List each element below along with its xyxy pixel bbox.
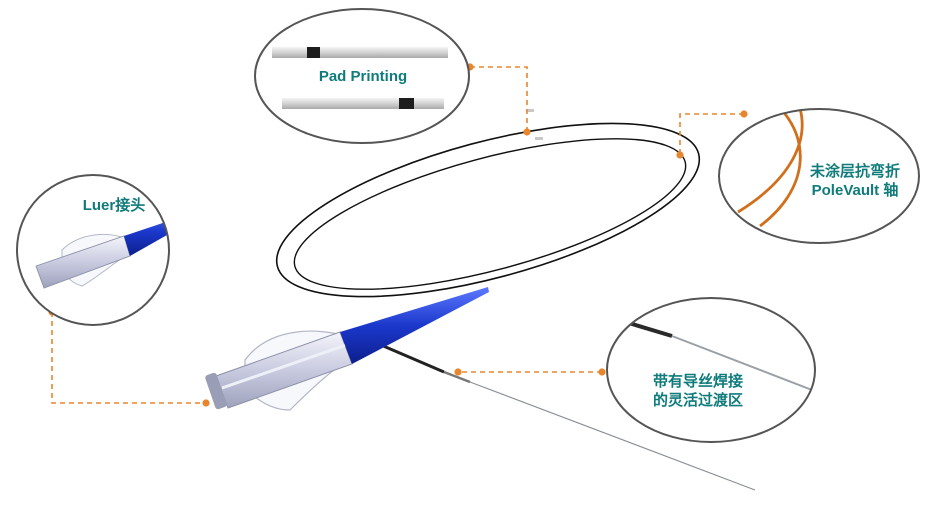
flexible-transition — [443, 370, 471, 384]
label-transition-line2: 的灵活过渡区 — [652, 392, 743, 409]
catheter-loop-inner — [293, 138, 687, 290]
pole-shaft-a — [737, 109, 804, 214]
print-band-top — [307, 47, 320, 58]
dot-weld-start — [454, 368, 462, 376]
printed-shaft-top — [272, 47, 448, 58]
label-luer: Luer接头 — [74, 196, 154, 215]
dot-luer-start — [202, 399, 210, 407]
coiled-catheter — [275, 109, 756, 491]
hub-end-ring — [205, 372, 227, 410]
label-polevault: 未涂层抗弯折 PoleVault 轴 — [795, 162, 915, 200]
label-transition-line1: 带有导丝焊接 — [652, 373, 743, 390]
zoom-shaft-gray — [671, 335, 813, 391]
dot-pole-start — [676, 151, 684, 159]
print-mark-side — [535, 137, 543, 140]
label-pad-printing-text: Pad Printing — [318, 68, 408, 85]
hub-core-line — [221, 343, 347, 390]
callout-polevault — [718, 108, 920, 244]
print-band-bottom — [399, 98, 414, 109]
callout-transition — [606, 297, 816, 443]
leader-pad-printing — [470, 66, 528, 132]
main-luer-hub — [205, 287, 489, 411]
catheter-loop-outer — [275, 122, 701, 298]
hub-blue-cone — [340, 287, 489, 364]
label-transition: 带有导丝焊接 的灵活过渡区 — [628, 372, 768, 410]
leader-luer — [51, 312, 206, 404]
printed-shaft-bottom — [282, 98, 444, 109]
guidewire — [469, 381, 756, 491]
callout-luer — [16, 174, 170, 326]
dot-pad-start — [523, 128, 531, 136]
label-polevault-line1: 未涂层抗弯折 — [809, 163, 900, 180]
leader-polevault — [679, 113, 744, 155]
print-mark-top — [526, 109, 534, 112]
label-luer-text: Luer接头 — [82, 197, 146, 214]
leader-lines — [51, 66, 744, 404]
callout-pad-printing — [254, 8, 470, 144]
dot-pole-end — [740, 110, 748, 118]
dot-weld-end — [598, 368, 606, 376]
label-polevault-line2: PoleVault 轴 — [811, 182, 899, 199]
pole-shaft-b — [759, 109, 802, 228]
label-pad-printing: Pad Printing — [308, 67, 418, 86]
